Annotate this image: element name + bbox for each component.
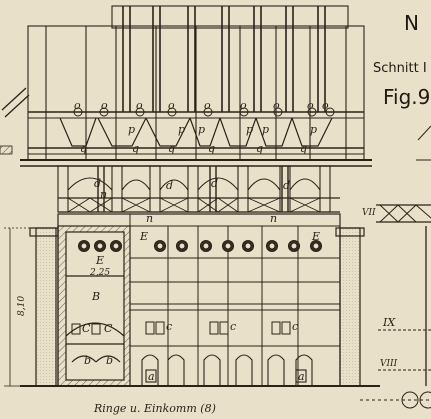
label-p-1: p: [128, 123, 135, 136]
label-c-1: c: [166, 320, 172, 333]
label-n-2: n: [146, 212, 153, 225]
label-b-1: b: [84, 354, 91, 367]
label-p-3: p: [198, 123, 205, 136]
footer-caption: Ringe u. Einkomm (8): [93, 402, 216, 415]
label-q-3: q: [168, 142, 175, 155]
label-q-6: q: [300, 142, 307, 155]
label-n-3: n: [270, 212, 277, 225]
label-o-8: o: [307, 99, 314, 112]
upper-frame: [20, 5, 372, 167]
label-d-2: d: [166, 179, 173, 192]
burner-row: [71, 321, 291, 335]
label-o-3: o: [136, 99, 143, 112]
label-E-2: E: [311, 230, 320, 243]
label-c-3: c: [292, 320, 298, 333]
label-c-2: c: [230, 320, 236, 333]
label-n-1: n: [100, 188, 107, 201]
label-p-2: p: [178, 123, 185, 136]
label-p-6: p: [310, 123, 317, 136]
figure-label-text: Fig.9.: [383, 85, 431, 109]
label-E-3: E: [95, 254, 104, 267]
label-a-2: a: [298, 370, 305, 383]
section-VIII-label: VIII: [380, 359, 398, 369]
label-a-1: a: [148, 370, 155, 383]
label-o-7: o: [273, 99, 280, 112]
label-o-1: o: [74, 99, 81, 112]
furnace-body: [20, 213, 380, 387]
upper-labels: o o o o o o o o o p p p p p p q q q q q …: [74, 99, 329, 155]
label-C-2: C: [104, 322, 113, 335]
label-o-5: o: [204, 99, 211, 112]
arch-truss-level: [57, 165, 340, 213]
body-labels: E E E 2,25 B C C c c c b b a a: [82, 230, 320, 383]
height-dimension-text: 8,10: [17, 296, 27, 316]
label-p-4: p: [246, 123, 253, 136]
label-B: B: [91, 290, 100, 303]
retort-row: [77, 239, 323, 253]
label-C-1: C: [82, 322, 91, 335]
label-E-1: E: [139, 230, 148, 243]
label-d-1: d: [94, 177, 101, 190]
height-dimension-line: [4, 227, 36, 387]
left-margin-details: [0, 87, 30, 155]
label-q-2: q: [132, 142, 139, 155]
plate-number-text: N: [404, 11, 419, 35]
section-caption-text: Schnitt I: [373, 61, 427, 76]
label-o-6: o: [240, 99, 247, 112]
label-d-4: d: [283, 179, 290, 192]
label-p-5: p: [262, 123, 269, 136]
label-o-9: o: [322, 99, 329, 112]
label-q-5: q: [256, 142, 263, 155]
arch-labels: d d d d n n n: [94, 177, 290, 225]
label-q-1: q: [80, 142, 87, 155]
label-b-2: b: [106, 354, 113, 367]
label-d-3: d: [211, 177, 218, 190]
label-o-2: o: [101, 99, 108, 112]
label-o-4: o: [168, 99, 175, 112]
flue-row: [141, 354, 313, 386]
section-VII-label: VII: [362, 208, 376, 218]
width-dimension: 2,25: [89, 268, 110, 278]
label-q-4: q: [208, 142, 215, 155]
section-IX-label: IX: [382, 316, 396, 329]
right-section: [360, 125, 431, 409]
